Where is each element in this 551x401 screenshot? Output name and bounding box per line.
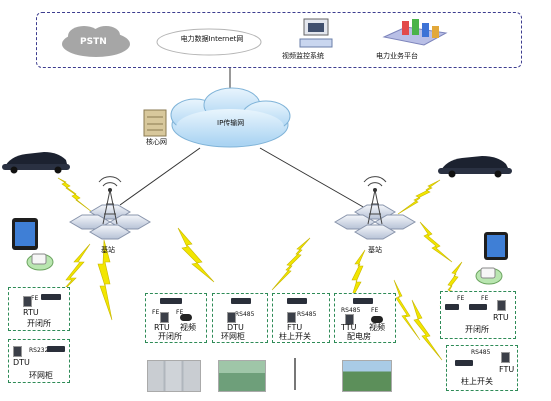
port-label: FE bbox=[152, 309, 160, 316]
lightning-bolt bbox=[177, 227, 215, 283]
core-network-label: 核心网 bbox=[146, 138, 167, 146]
center-distribution-room-box: RS485 FE TTU 视频 配电房 bbox=[334, 293, 396, 343]
device-label: 视频 bbox=[180, 323, 196, 332]
left-switching-station-box: FE RTU 开闭所 bbox=[8, 287, 70, 331]
terminal-icon bbox=[501, 352, 510, 363]
port-label: FE bbox=[31, 295, 39, 302]
lightning-bolt bbox=[411, 299, 443, 361]
site-label: 开闭所 bbox=[27, 319, 51, 328]
lightning-bolt bbox=[57, 177, 93, 213]
modem-icon bbox=[160, 298, 182, 304]
device-label: DTU bbox=[13, 358, 30, 367]
modem-icon bbox=[47, 346, 65, 352]
business-platform-label: 电力业务平台 bbox=[376, 52, 418, 60]
ring-cabinet-photo bbox=[218, 360, 266, 392]
site-label: 环网柜 bbox=[29, 371, 53, 380]
device-label: RTU bbox=[154, 323, 170, 332]
lightning-bolt bbox=[97, 239, 113, 321]
modem-icon bbox=[287, 298, 307, 304]
site-label: 柱上开关 bbox=[461, 377, 493, 386]
video-system-icon bbox=[299, 18, 333, 48]
port-label: FE bbox=[176, 309, 184, 316]
internet-cloud-icon bbox=[156, 28, 262, 56]
device-label: DTU bbox=[227, 323, 244, 332]
link-cloud-right-station bbox=[259, 147, 366, 209]
port-label: FE bbox=[481, 295, 489, 302]
site-label: 开闭所 bbox=[465, 325, 489, 334]
center-ring-cabinet-box: RS485 DTU 环网柜 bbox=[212, 293, 268, 343]
device-label: 视频 bbox=[369, 323, 385, 332]
left-handheld-icon bbox=[26, 253, 54, 271]
lightning-bolt bbox=[397, 179, 441, 215]
modem-icon bbox=[445, 304, 459, 310]
ip-network-label: IP传输网 bbox=[217, 119, 245, 127]
site-label: 开闭所 bbox=[158, 332, 182, 341]
video-system-label: 视频监控系统 bbox=[282, 52, 324, 60]
right-base-station-label: 基站 bbox=[368, 246, 382, 254]
port-label: FE bbox=[457, 295, 465, 302]
right-pole-switch-box: RS485 FTU 柱上开关 bbox=[446, 345, 518, 391]
right-handheld-icon bbox=[475, 267, 503, 285]
pstn-cloud-icon bbox=[62, 26, 130, 57]
left-base-station-icon bbox=[69, 176, 151, 240]
left-ring-cabinet-box: RS232 DTU 环网柜 bbox=[8, 339, 70, 383]
lightning-bolt bbox=[271, 237, 311, 291]
left-base-station-label: 基站 bbox=[101, 246, 115, 254]
device-label: FTU bbox=[499, 365, 515, 374]
center-pole-switch-box: RS485 FTU 柱上开关 bbox=[272, 293, 330, 343]
port-label: FE bbox=[371, 307, 379, 314]
device-label: RTU bbox=[23, 308, 39, 317]
terminal-icon bbox=[287, 312, 296, 323]
terminal-icon bbox=[13, 346, 22, 357]
device-label: RTU bbox=[493, 313, 509, 322]
business-platform-icon bbox=[382, 19, 448, 46]
pstn-label: PSTN bbox=[80, 37, 107, 47]
pole-switch-photo bbox=[284, 358, 306, 390]
right-base-station-icon bbox=[334, 176, 416, 240]
modem-icon bbox=[353, 298, 373, 304]
left-tablet-icon bbox=[12, 218, 38, 250]
left-vehicle-icon bbox=[2, 152, 70, 174]
port-label: RS485 bbox=[341, 307, 361, 314]
terminal-icon bbox=[160, 312, 169, 323]
modem-icon bbox=[231, 298, 251, 304]
internet-label: 电力数据Internet网 bbox=[180, 35, 244, 43]
modem-icon bbox=[469, 304, 487, 310]
core-server-icon bbox=[143, 109, 167, 137]
lightning-bolt bbox=[393, 279, 421, 341]
terminal-icon bbox=[497, 300, 506, 311]
port-label: RS485 bbox=[297, 311, 317, 318]
modem-icon bbox=[455, 360, 473, 366]
switchgear-photo bbox=[147, 360, 201, 392]
right-tablet-icon bbox=[484, 232, 508, 260]
camera-icon bbox=[371, 316, 383, 323]
terminal-icon bbox=[227, 312, 236, 323]
right-switching-station-box: FE FE RTU 开闭所 bbox=[440, 291, 516, 339]
site-label: 柱上开关 bbox=[279, 332, 311, 341]
port-label: RS485 bbox=[235, 311, 255, 318]
modem-icon bbox=[41, 294, 61, 300]
wireless-links bbox=[57, 177, 463, 361]
lightning-bolt bbox=[419, 221, 453, 263]
ip-network-cloud bbox=[170, 87, 291, 148]
site-label: 环网柜 bbox=[221, 332, 245, 341]
port-label: RS232 bbox=[29, 347, 49, 354]
device-label: TTU bbox=[341, 323, 357, 332]
port-label: RS485 bbox=[471, 349, 491, 356]
camera-icon bbox=[180, 314, 192, 321]
distribution-room-photo bbox=[342, 360, 392, 392]
terminal-icon bbox=[23, 296, 32, 307]
right-vehicle-icon bbox=[438, 156, 512, 178]
device-label: FTU bbox=[287, 323, 303, 332]
center-switching-station-box: FE FE RTU 视频 开闭所 bbox=[145, 293, 207, 343]
link-cloud-left-station bbox=[119, 147, 201, 206]
terminal-icon bbox=[345, 314, 354, 325]
site-label: 配电房 bbox=[347, 332, 371, 341]
